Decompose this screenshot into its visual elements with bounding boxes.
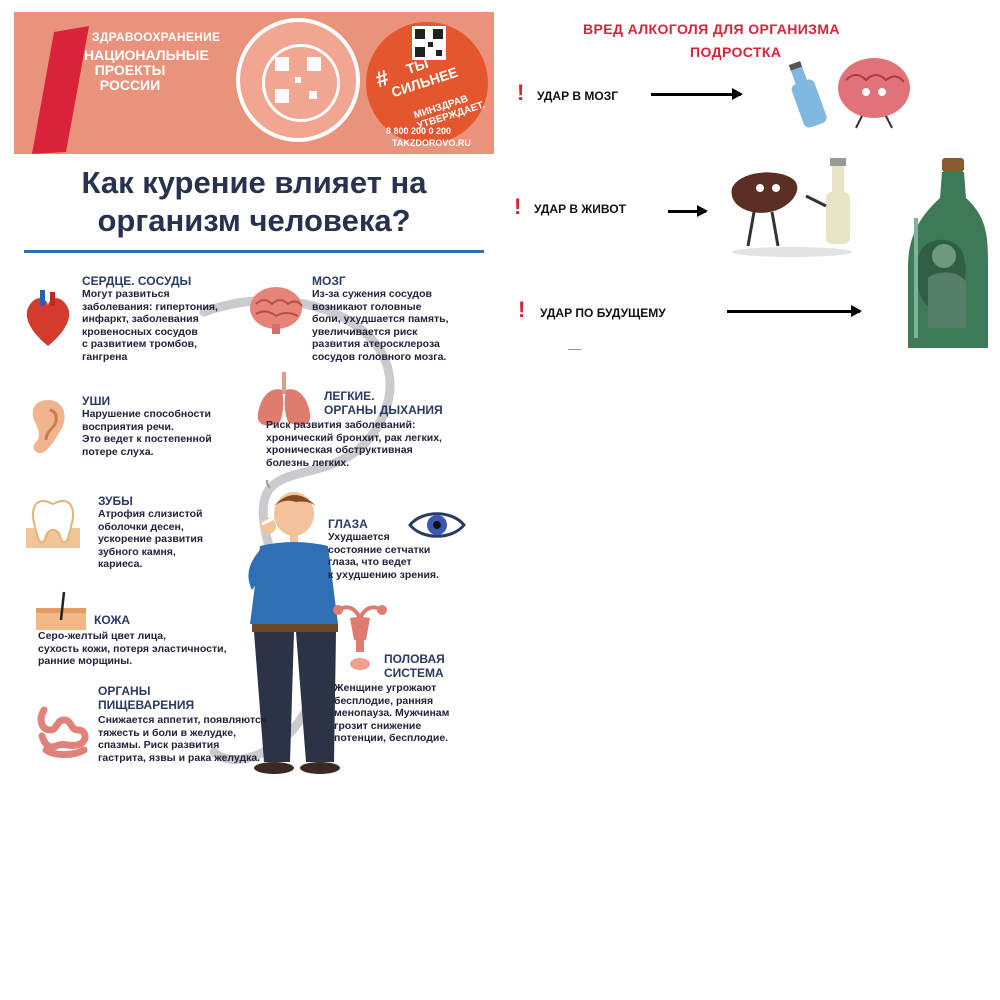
section-ears-text: Нарушение способности восприятия речи. Э… — [82, 408, 212, 458]
skin-icon — [36, 591, 86, 630]
alcohol-title-line-1: ВРЕД АЛКОГОЛЯ ДЛЯ ОРГАНИЗМА — [583, 21, 840, 37]
section-brain: МОЗГ Из-за сужения сосудов возникают гол… — [312, 274, 492, 363]
ear-icon — [32, 400, 65, 454]
arrow-right-icon — [727, 305, 862, 317]
alcohol-item-stomach-label: УДАР В ЖИВОТ — [534, 202, 626, 216]
eye-icon — [408, 512, 466, 538]
exclamation-icon: ! — [517, 80, 525, 105]
section-digestive: ОРГАНЫ ПИЩЕВАРЕНИЯ Снижается аппетит, по… — [98, 684, 298, 764]
alcohol-item-brain-label: УДАР В МОЗГ — [537, 89, 619, 103]
section-heart-text: Могут развиться заболевания: гипертония,… — [82, 288, 218, 363]
section-skin: КОЖА Серо-желтый цвет лица, сухость кожи… — [38, 613, 258, 668]
reproductive-system-icon — [333, 605, 387, 670]
section-digestive-title: ОРГАНЫ ПИЩЕВАРЕНИЯ — [98, 684, 195, 712]
red-flag-logo — [14, 12, 89, 154]
section-digestive-text: Снижается аппетит, появляются тяжесть и … — [98, 714, 267, 764]
site-url: TAKZDOROVO.RU — [392, 138, 471, 148]
section-teeth-text: Атрофия слизистой оболочки десен, ускоре… — [98, 508, 203, 570]
section-lungs-title: ЛЕГКИЕ. ОРГАНЫ ДЫХАНИЯ — [324, 389, 443, 417]
intestines-icon — [37, 706, 89, 758]
section-skin-title: КОЖА — [94, 613, 131, 627]
section-brain-text: Из-за сужения сосудов возникают головные… — [312, 288, 449, 363]
section-eyes-text: Ухудшается состояние сетчатки глаза, что… — [328, 531, 439, 581]
alcohol-item-future-label: УДАР ПО БУДУЩЕМУ — [540, 306, 666, 320]
smoking-man-illustration — [248, 480, 340, 774]
heart-icon — [26, 290, 70, 346]
section-lungs: ЛЕГКИЕ. ОРГАНЫ ДЫХАНИЯ Риск развития заб… — [266, 389, 492, 469]
section-eyes: ГЛАЗА Ухудшается состояние сетчатки глаз… — [328, 517, 478, 581]
hotline-phone: 8 800 200 0 200 — [386, 126, 452, 136]
section-ears: УШИ Нарушение способности восприятия реч… — [82, 394, 252, 458]
section-lungs-text: Риск развития заболеваний: хронический б… — [266, 419, 442, 469]
exclamation-icon: ! — [514, 194, 522, 219]
poster-banner: ЗДРАВООХРАНЕНИЕ НАЦИОНАЛЬНЫЕ ПРОЕКТЫ РОС… — [14, 12, 494, 154]
section-brain-title: МОЗГ — [312, 274, 346, 288]
section-heart-title: СЕРДЦЕ. СОСУДЫ — [82, 274, 192, 288]
arrow-right-icon — [668, 205, 708, 217]
health-label: ЗДРАВООХРАНЕНИЕ — [92, 30, 221, 44]
section-ears-title: УШИ — [82, 394, 111, 408]
section-skin-text: Серо-желтый цвет лица, сухость кожи, пот… — [38, 630, 227, 667]
section-reproductive-text: Женщине угрожают бесплодие, ранняя меноп… — [334, 682, 450, 744]
ministry-seal — [236, 18, 360, 142]
qr-code-icon — [412, 26, 446, 60]
liver-vs-bottle-illustration — [731, 158, 852, 257]
lungs-icon — [257, 372, 311, 426]
section-eyes-title: ГЛАЗА — [328, 517, 368, 531]
section-teeth-title: ЗУБЫ — [98, 494, 133, 508]
section-heart: СЕРДЦЕ. СОСУДЫ Могут развиться заболеван… — [82, 274, 272, 363]
poster-title: Как курение влияет на организм человека? — [81, 165, 427, 238]
section-teeth: ЗУБЫ Атрофия слизистой оболочки десен, у… — [98, 494, 248, 571]
qr-code-icon — [262, 44, 340, 122]
smoking-poster: ЗДРАВООХРАНЕНИЕ НАЦИОНАЛЬНЫЕ ПРОЕКТЫ РОС… — [14, 12, 494, 780]
arrow-right-icon — [651, 88, 743, 100]
bottle-vs-brain-illustration — [788, 58, 910, 129]
footnote-mark: ___ — [568, 341, 582, 350]
section-reproductive-title: ПОЛОВАЯ СИСТЕМА — [384, 652, 445, 680]
exclamation-icon: ! — [518, 297, 526, 322]
alcohol-title-line-2: ПОДРОСТКА — [690, 44, 782, 60]
section-reproductive: ПОЛОВАЯ СИСТЕМА Женщине угрожают бесплод… — [334, 652, 490, 745]
brain-icon — [250, 287, 303, 334]
man-trapped-in-bottle-illustration — [908, 158, 988, 348]
title-divider — [24, 250, 484, 253]
tooth-icon — [26, 499, 80, 548]
